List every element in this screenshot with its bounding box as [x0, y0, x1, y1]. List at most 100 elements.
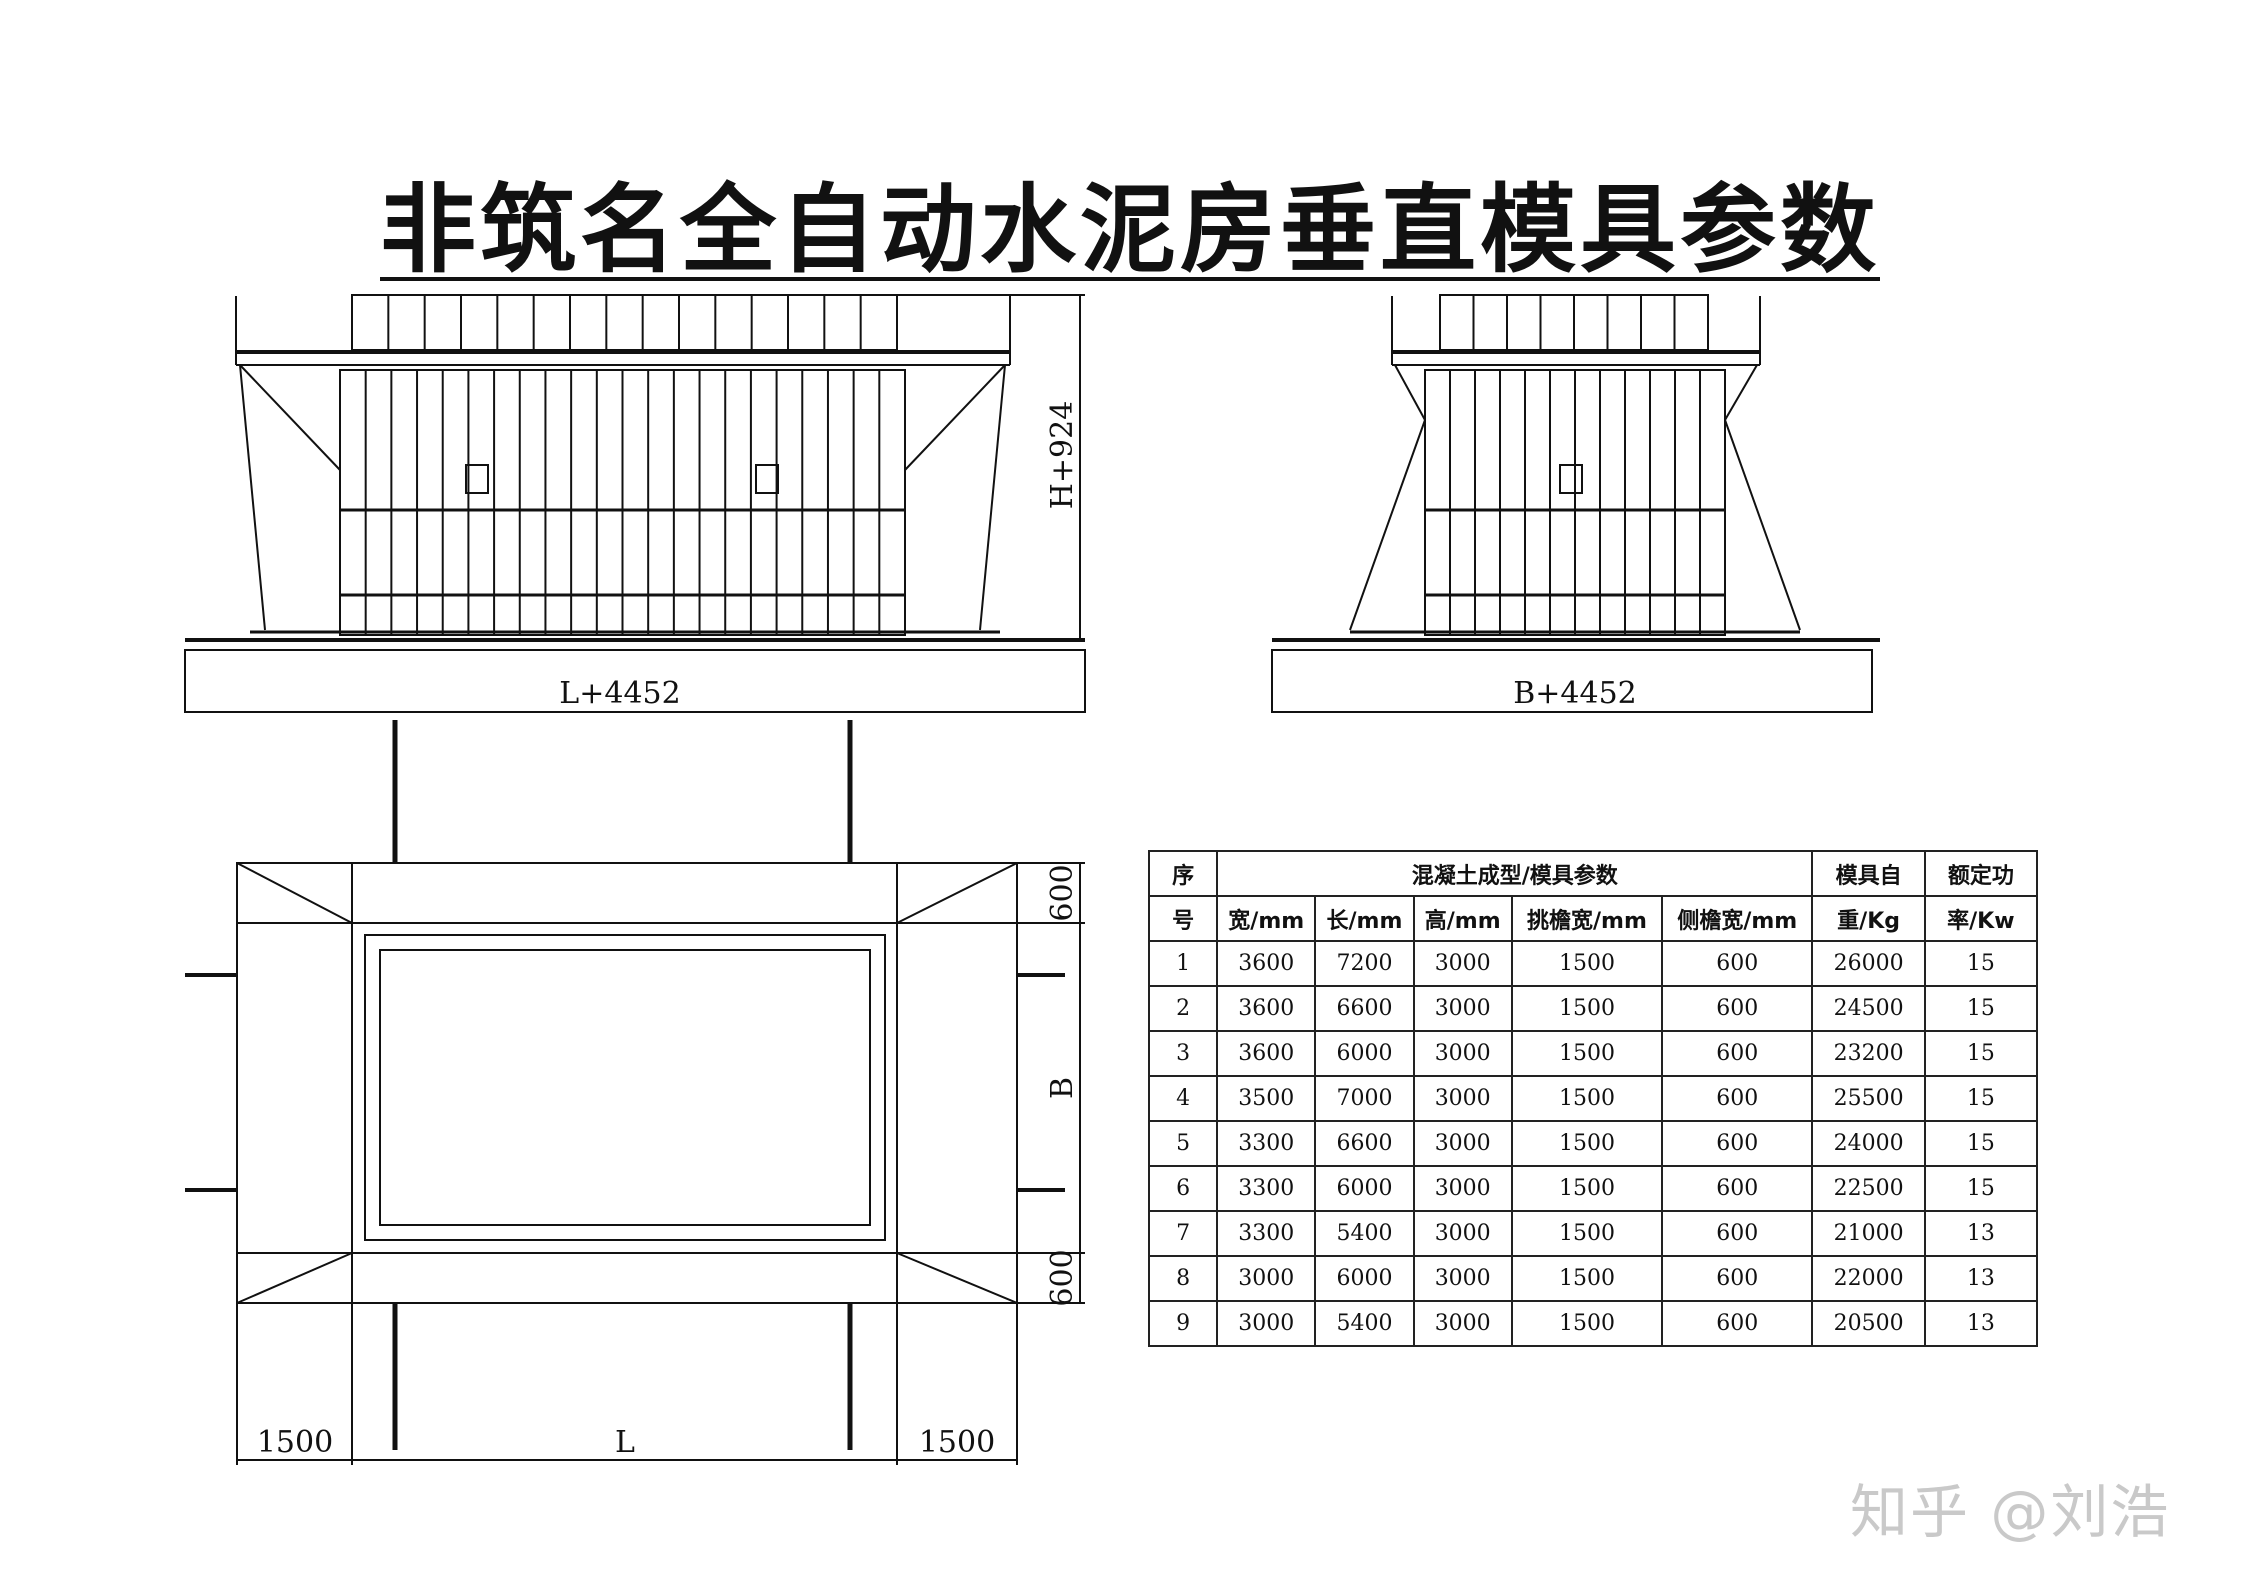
table-cell: 6000	[1314, 1165, 1415, 1212]
table-cell: 6600	[1314, 985, 1415, 1032]
table-cell: 600	[1661, 940, 1814, 987]
table-cell: 7200	[1314, 940, 1415, 987]
header-eave: 挑檐宽/mm	[1510, 895, 1664, 942]
table-cell: 6600	[1314, 1120, 1415, 1167]
table-cell: 13	[1923, 1255, 2039, 1302]
header-power-bottom: 率/Kw	[1923, 895, 2039, 942]
table-cell: 13	[1923, 1300, 2039, 1347]
table-cell: 5400	[1314, 1300, 1415, 1347]
front-vertical-bars	[364, 370, 881, 635]
table-cell: 20500	[1811, 1300, 1926, 1347]
table-cell: 3600	[1216, 940, 1317, 987]
front-plate-right	[755, 464, 779, 494]
table-cell: 3000	[1412, 1120, 1513, 1167]
side-vertical-bars	[1449, 370, 1701, 635]
table-cell: 1500	[1510, 1300, 1664, 1347]
table-header-row-2: 号 宽/mm 长/mm 高/mm 挑檐宽/mm 侧檐宽/mm 重/Kg 率/Kw	[1147, 895, 2039, 942]
dim-plan-l: L	[615, 1425, 635, 1460]
table-cell: 3000	[1412, 985, 1513, 1032]
table-cell: 23200	[1811, 1030, 1926, 1077]
header-side-eave: 侧檐宽/mm	[1661, 895, 1814, 942]
table-cell: 600	[1661, 1255, 1814, 1302]
table-cell: 3300	[1216, 1165, 1317, 1212]
table-cell: 3000	[1412, 940, 1513, 987]
table-cell: 1500	[1510, 1210, 1664, 1257]
dim-front-height: H+924	[1045, 401, 1080, 510]
table-cell: 600	[1661, 1300, 1814, 1347]
table-cell: 15	[1923, 1120, 2039, 1167]
table-cell: 600	[1661, 985, 1814, 1032]
table-cell: 4	[1147, 1075, 1219, 1122]
table-cell: 3000	[1412, 1030, 1513, 1077]
table-cell: 3000	[1216, 1255, 1317, 1302]
table-cell: 3300	[1216, 1210, 1317, 1257]
plan-outer-frame	[236, 862, 1018, 1304]
side-elevation	[1271, 294, 1880, 713]
header-weight-top: 模具自	[1811, 850, 1926, 897]
table-cell: 1500	[1510, 1075, 1664, 1122]
table-cell: 1500	[1510, 1030, 1664, 1077]
header-height: 高/mm	[1412, 895, 1513, 942]
header-weight-bottom: 重/Kg	[1811, 895, 1926, 942]
header-index-bottom: 号	[1147, 895, 1219, 942]
table-cell: 600	[1661, 1210, 1814, 1257]
dim-plan-bottom: 600	[1045, 1249, 1080, 1306]
table-cell: 3000	[1412, 1075, 1513, 1122]
table-cell: 15	[1923, 985, 2039, 1032]
table-cell: 1500	[1510, 940, 1664, 987]
table-cell: 1500	[1510, 1120, 1664, 1167]
table-cell: 1500	[1510, 1165, 1664, 1212]
plan-view	[185, 720, 1085, 1465]
header-power-top: 额定功	[1923, 850, 2039, 897]
front-top-railing	[351, 294, 898, 351]
table-cell: 600	[1661, 1120, 1814, 1167]
dim-plan-left: 1500	[257, 1425, 333, 1460]
page-title: 非筑名全自动水泥房垂直模具参数	[380, 174, 1880, 286]
table-cell: 1	[1147, 940, 1219, 987]
table-cell: 3000	[1412, 1255, 1513, 1302]
side-railing-posts	[1472, 295, 1676, 350]
table-cell: 6000	[1314, 1030, 1415, 1077]
dim-front-length: L+4452	[559, 676, 680, 711]
table-cell: 7000	[1314, 1075, 1415, 1122]
table-cell: 1500	[1510, 1255, 1664, 1302]
table-cell: 15	[1923, 940, 2039, 987]
table-cell: 3	[1147, 1030, 1219, 1077]
table-cell: 22500	[1811, 1165, 1926, 1212]
plan-inner-cavity	[364, 934, 886, 1241]
table-cell: 8	[1147, 1255, 1219, 1302]
parameters-table: 序 混凝土成型/模具参数 模具自 额定功 号 宽/mm 长/mm 高/mm 挑檐…	[1147, 850, 2039, 1347]
table-cell: 3600	[1216, 1030, 1317, 1077]
table-cell: 15	[1923, 1075, 2039, 1122]
watermark: 知乎 @刘浩	[1850, 1478, 2171, 1546]
front-plate-left	[465, 464, 489, 494]
dim-plan-right: 1500	[919, 1425, 995, 1460]
header-index-top: 序	[1147, 850, 1219, 897]
header-group: 混凝土成型/模具参数	[1216, 850, 1814, 897]
table-cell: 3000	[1216, 1300, 1317, 1347]
front-railing-posts	[387, 295, 862, 350]
table-cell: 6	[1147, 1165, 1219, 1212]
table-cell: 3300	[1216, 1120, 1317, 1167]
front-elevation	[184, 294, 1086, 713]
header-length: 长/mm	[1314, 895, 1415, 942]
side-base	[1271, 649, 1873, 713]
table-cell: 1500	[1510, 985, 1664, 1032]
table-cell: 22000	[1811, 1255, 1926, 1302]
table-cell: 15	[1923, 1165, 2039, 1212]
table-cell: 7	[1147, 1210, 1219, 1257]
table-cell: 24500	[1811, 985, 1926, 1032]
table-cell: 6000	[1314, 1255, 1415, 1302]
table-cell: 3000	[1412, 1210, 1513, 1257]
dim-side-width: B+4452	[1513, 676, 1637, 711]
table-cell: 3000	[1412, 1300, 1513, 1347]
table-cell: 13	[1923, 1210, 2039, 1257]
